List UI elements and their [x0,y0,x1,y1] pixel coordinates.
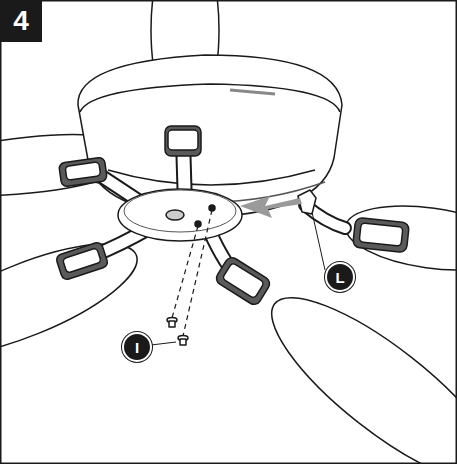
blade [342,196,456,279]
leader-line [312,212,325,270]
hub-rim [124,190,236,232]
blade [249,271,456,463]
blade-irons [95,140,345,280]
screw-path [172,226,198,318]
leader-line [151,342,176,345]
callout-letter-text: L [335,269,344,286]
direction-arrow [240,196,302,218]
callout-letter: I [122,332,152,362]
housing-ridge [108,170,315,185]
callout-letter-text: I [135,339,139,356]
hub-plate [118,189,242,241]
housing-ridge [80,84,340,112]
brand-mark [230,90,275,94]
hub-center [166,210,184,220]
screw-path [183,210,212,336]
step-number-text: 4 [13,5,29,37]
blade-pads [55,126,409,307]
screw [167,318,188,346]
step-number: 4 [0,0,42,42]
callout-letter: L [325,262,355,292]
